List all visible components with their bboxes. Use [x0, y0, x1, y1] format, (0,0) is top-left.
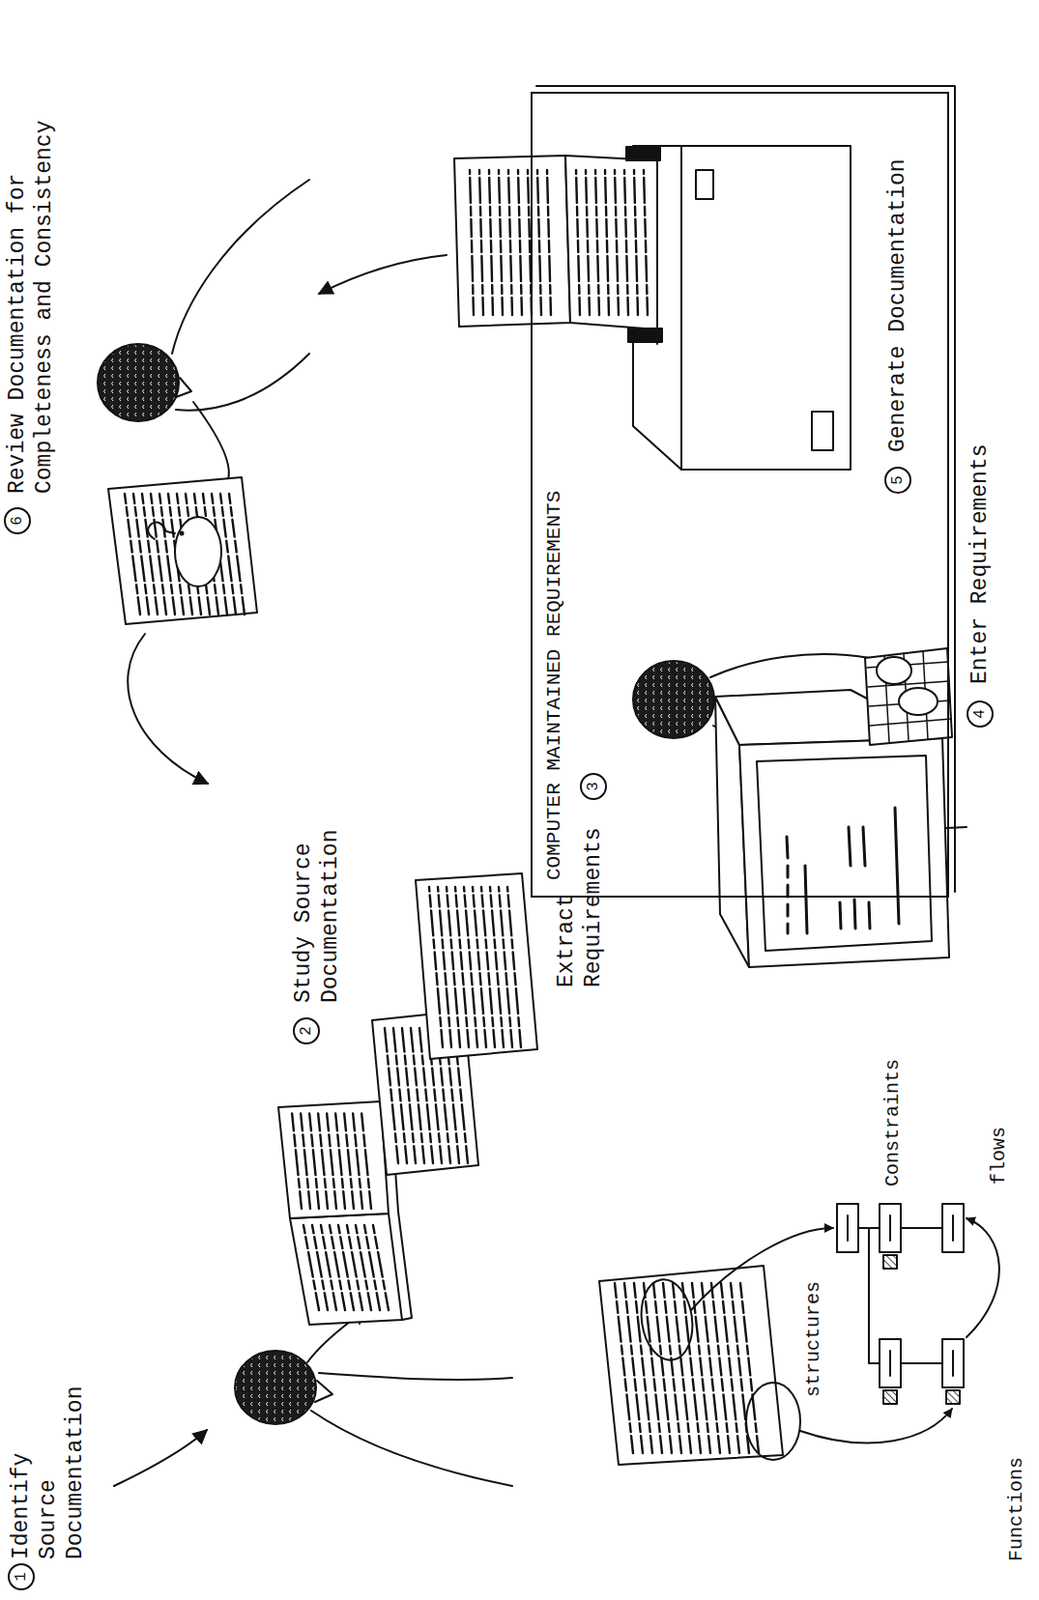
step-label: Study Source Documentation: [289, 809, 345, 1004]
box-double-edge: [536, 86, 955, 893]
reviewer-figure: [108, 477, 258, 625]
reviewer-figure: [180, 532, 184, 536]
illustration: [97, 86, 1000, 1487]
reviewer-figure: [175, 377, 192, 398]
line-printer: [681, 145, 851, 470]
step-label: Extract Requirements: [552, 818, 607, 988]
callout-number: 2: [292, 1017, 320, 1045]
reader-figure: [234, 1351, 317, 1425]
requirement-tree: [946, 1390, 960, 1405]
line-printer: [454, 145, 851, 470]
requirement-tree: [691, 1204, 1000, 1444]
keyboard: [865, 648, 953, 746]
keyboard: [866, 651, 952, 743]
step-label: Identify Source Documentation: [7, 1366, 89, 1560]
requirement-tree: [966, 1218, 1000, 1338]
marked-sheet: [746, 1383, 801, 1461]
flow-arrow: [114, 255, 447, 1487]
marked-sheet: [599, 1266, 783, 1466]
terminal-monitor: [756, 755, 932, 952]
source-sheet: [372, 873, 538, 1176]
callout-number: 1: [7, 1563, 35, 1591]
marked-sheet: [614, 1283, 759, 1454]
operator-figure: [710, 654, 870, 678]
reviewer-figure: [97, 344, 179, 422]
line-printer: [469, 170, 648, 316]
requirement-tree: [883, 1390, 897, 1405]
operator-figure: [633, 661, 715, 739]
keyboard: [898, 688, 938, 716]
callout-number: 5: [884, 466, 912, 494]
reader-figure: [318, 1373, 513, 1381]
callout-number: 3: [579, 773, 607, 801]
source-sheet: [429, 887, 521, 1048]
reader-figure: [315, 1381, 333, 1403]
marked-sheet: [599, 1266, 801, 1466]
line-printer: [626, 146, 661, 161]
keyboard: [865, 648, 953, 746]
reviewer-figure: [172, 179, 310, 354]
box-double-edge: [536, 86, 955, 893]
step-label: Generate Documentation: [884, 158, 912, 453]
flow-arrow: [114, 1430, 207, 1487]
keyboard: [876, 657, 912, 685]
source-sheet: [415, 873, 538, 1060]
callout-number: 4: [966, 700, 994, 728]
requirement-tree: [847, 1215, 953, 1377]
requirement-tree: [800, 1409, 953, 1444]
terminal-monitor: [786, 808, 899, 934]
reviewer-figure: [147, 522, 175, 540]
flow-arrow: [318, 255, 447, 294]
line-printer: [628, 328, 663, 343]
open-book: [291, 1112, 389, 1311]
line-printer: [811, 411, 834, 451]
reviewer-figure: [175, 353, 310, 411]
reviewer-figure: [124, 493, 245, 615]
reviewer-figure: [174, 517, 222, 587]
step-label: Functions: [1005, 1457, 1029, 1562]
step-label: flows: [987, 1126, 1011, 1185]
line-printer: [695, 170, 714, 200]
reader-figure: [234, 1308, 513, 1487]
reviewer-figure: [97, 179, 310, 625]
marked-sheet: [635, 1276, 697, 1364]
step-label: structures: [802, 1281, 826, 1398]
open-book: [278, 1101, 389, 1219]
reader-figure: [307, 1322, 350, 1363]
step-label: Review Documentation for Completeness an…: [3, 107, 58, 494]
step-label: Enter Requirements: [966, 444, 994, 685]
requirement-tree: [883, 1255, 897, 1270]
box-heading: COMPUTER MAINTAINED REQUIREMENTS: [542, 490, 568, 881]
callout-number: 6: [3, 507, 31, 535]
reviewer-figure: [193, 402, 230, 480]
terminal-monitor: [739, 738, 950, 968]
flow-arrow: [127, 634, 208, 784]
reader-figure: [311, 1411, 513, 1487]
step-label: Constraints: [881, 1059, 905, 1187]
